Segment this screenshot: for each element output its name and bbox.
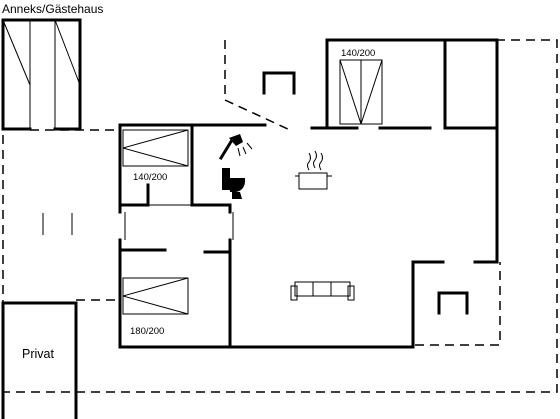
bed-size-label-upper: 140/200: [133, 172, 167, 183]
bed-size-label-lower: 180/200: [130, 326, 164, 337]
private-area: [1, 301, 78, 419]
shower-icon: [218, 134, 253, 161]
main-house-walls: [118, 38, 499, 349]
bed-icon: [122, 277, 189, 315]
annex-label: Anneks/Gästehaus: [2, 2, 103, 16]
bed-icon: [122, 129, 189, 167]
stove-icon: [437, 291, 469, 315]
bed-size-label-top: 140/200: [341, 48, 375, 59]
opening-marks: [42, 213, 73, 235]
toilet-icon: [222, 168, 246, 199]
sofa-icon: [290, 281, 355, 301]
annex-building: [1, 18, 82, 131]
cooking-pot-icon: [295, 150, 332, 190]
private-label: Privat: [22, 347, 54, 361]
door-marks: [124, 212, 234, 240]
terrace-boundary: [2, 39, 558, 393]
bed-icon: [339, 59, 383, 125]
stove-icon: [262, 71, 296, 95]
